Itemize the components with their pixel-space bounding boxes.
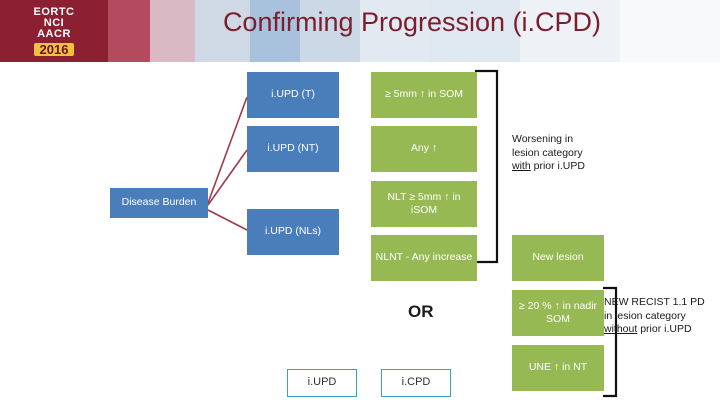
node-criteria-une[interactable]: UNE ↑ in NT: [512, 345, 604, 391]
annotation-worsening-underline: with: [512, 160, 531, 173]
node-criteria-nlnt[interactable]: NLNT - Any increase: [371, 235, 477, 281]
annotation-worsening-rest: prior i.UPD: [530, 160, 585, 173]
logo-line-eortc: EORTC: [33, 5, 75, 18]
annotation-new-recist-underline: without: [604, 323, 638, 336]
node-criteria-any[interactable]: Any ↑: [371, 126, 477, 172]
annotation-worsening-line2: lesion category: [512, 146, 583, 159]
logo-year: 2016: [33, 42, 75, 56]
annotation-new-recist-rest: prior i.UPD: [637, 323, 692, 336]
node-criteria-nadir-som[interactable]: ≥ 20 % ↑ in nadir SOM: [512, 290, 604, 336]
node-criteria-som[interactable]: ≥ 5mm ↑ in SOM: [371, 72, 477, 118]
node-disease-burden[interactable]: Disease Burden: [110, 188, 208, 218]
annotation-new-recist-line3: without prior i.UPD: [604, 323, 720, 337]
logo-line-nci: NCI: [43, 16, 65, 29]
annotation-new-recist: NEW RECIST 1.1 PD in lesion category wit…: [604, 296, 720, 337]
annotation-worsening-line1: Worsening in: [512, 133, 574, 145]
node-criteria-new-lesion[interactable]: New lesion: [512, 235, 604, 281]
or-label: OR: [408, 302, 434, 321]
node-criteria-nlt[interactable]: NLT ≥ 5mm ↑ in iSOM: [371, 181, 477, 227]
node-iupd-t[interactable]: i.UPD (T): [247, 72, 339, 118]
page-title: Confirming Progression (i.CPD): [222, 7, 602, 37]
annotation-worsening-line3: with prior i.UPD: [512, 160, 642, 174]
legend-item-icpd[interactable]: i.CPD: [381, 369, 451, 397]
node-iupd-nls[interactable]: i.UPD (NLs): [247, 209, 339, 255]
annotation-new-recist-line2: in lesion category: [604, 309, 686, 322]
annotation-worsening: Worsening in lesion category with prior …: [512, 133, 642, 174]
node-iupd-nt[interactable]: i.UPD (NT): [247, 126, 339, 172]
header-band: [0, 0, 720, 62]
conference-logo: EORTC NCI AACR 2016: [0, 0, 108, 62]
logo-line-aacr: AACR: [37, 27, 71, 40]
legend-item-iupd[interactable]: i.UPD: [287, 369, 357, 397]
annotation-new-recist-line1: NEW RECIST 1.1 PD: [604, 296, 705, 308]
